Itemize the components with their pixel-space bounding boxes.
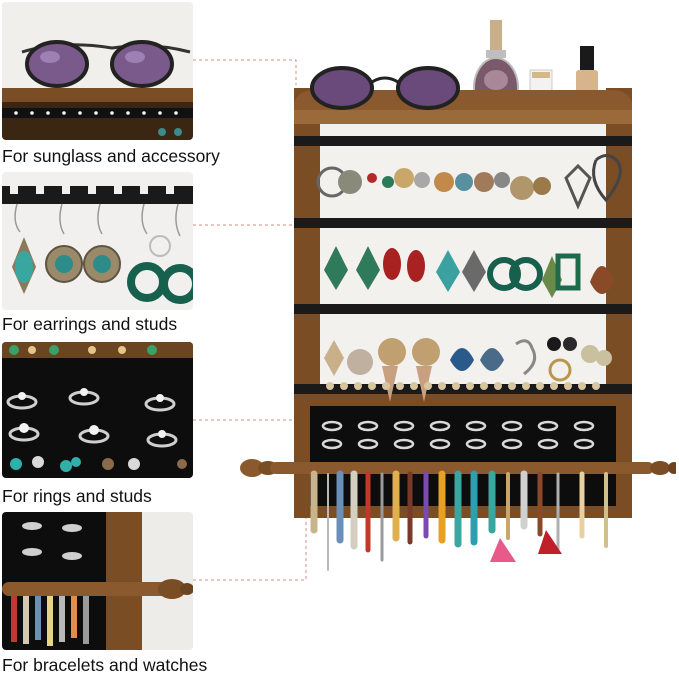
jewelry-organizer-photo [240,20,676,571]
caption-sunglass: For sunglass and accessory [2,146,220,166]
earrings-row-1 [316,154,622,210]
rings-row [321,420,595,450]
bracelet-rod-icon [240,459,676,477]
tassel-icon [490,530,562,562]
earrings-row-3 [324,337,612,402]
bracelets-hanging [310,470,608,571]
earring-turquoise-icon [12,237,36,294]
detail-panel-sunglass [2,2,193,140]
caption-rings: For rings and studs [2,486,152,506]
sunglasses-icon [310,66,460,110]
earring-medallion-icon [45,245,121,283]
studs-row [326,382,600,390]
caption-earrings: For earrings and studs [2,314,178,334]
detail-panel-rings [2,342,193,478]
caption-bracelets: For bracelets and watches [2,655,208,675]
earring-hoop-icon [127,235,193,304]
detail-panel-bracelets [2,512,193,650]
detail-panel-earrings [2,172,193,310]
sunglasses-icon [21,40,191,88]
earrings-row-2 [324,246,614,298]
bracelet-rod-icon [2,579,193,599]
wooden-frame [294,88,632,518]
earring-bars [294,136,632,394]
